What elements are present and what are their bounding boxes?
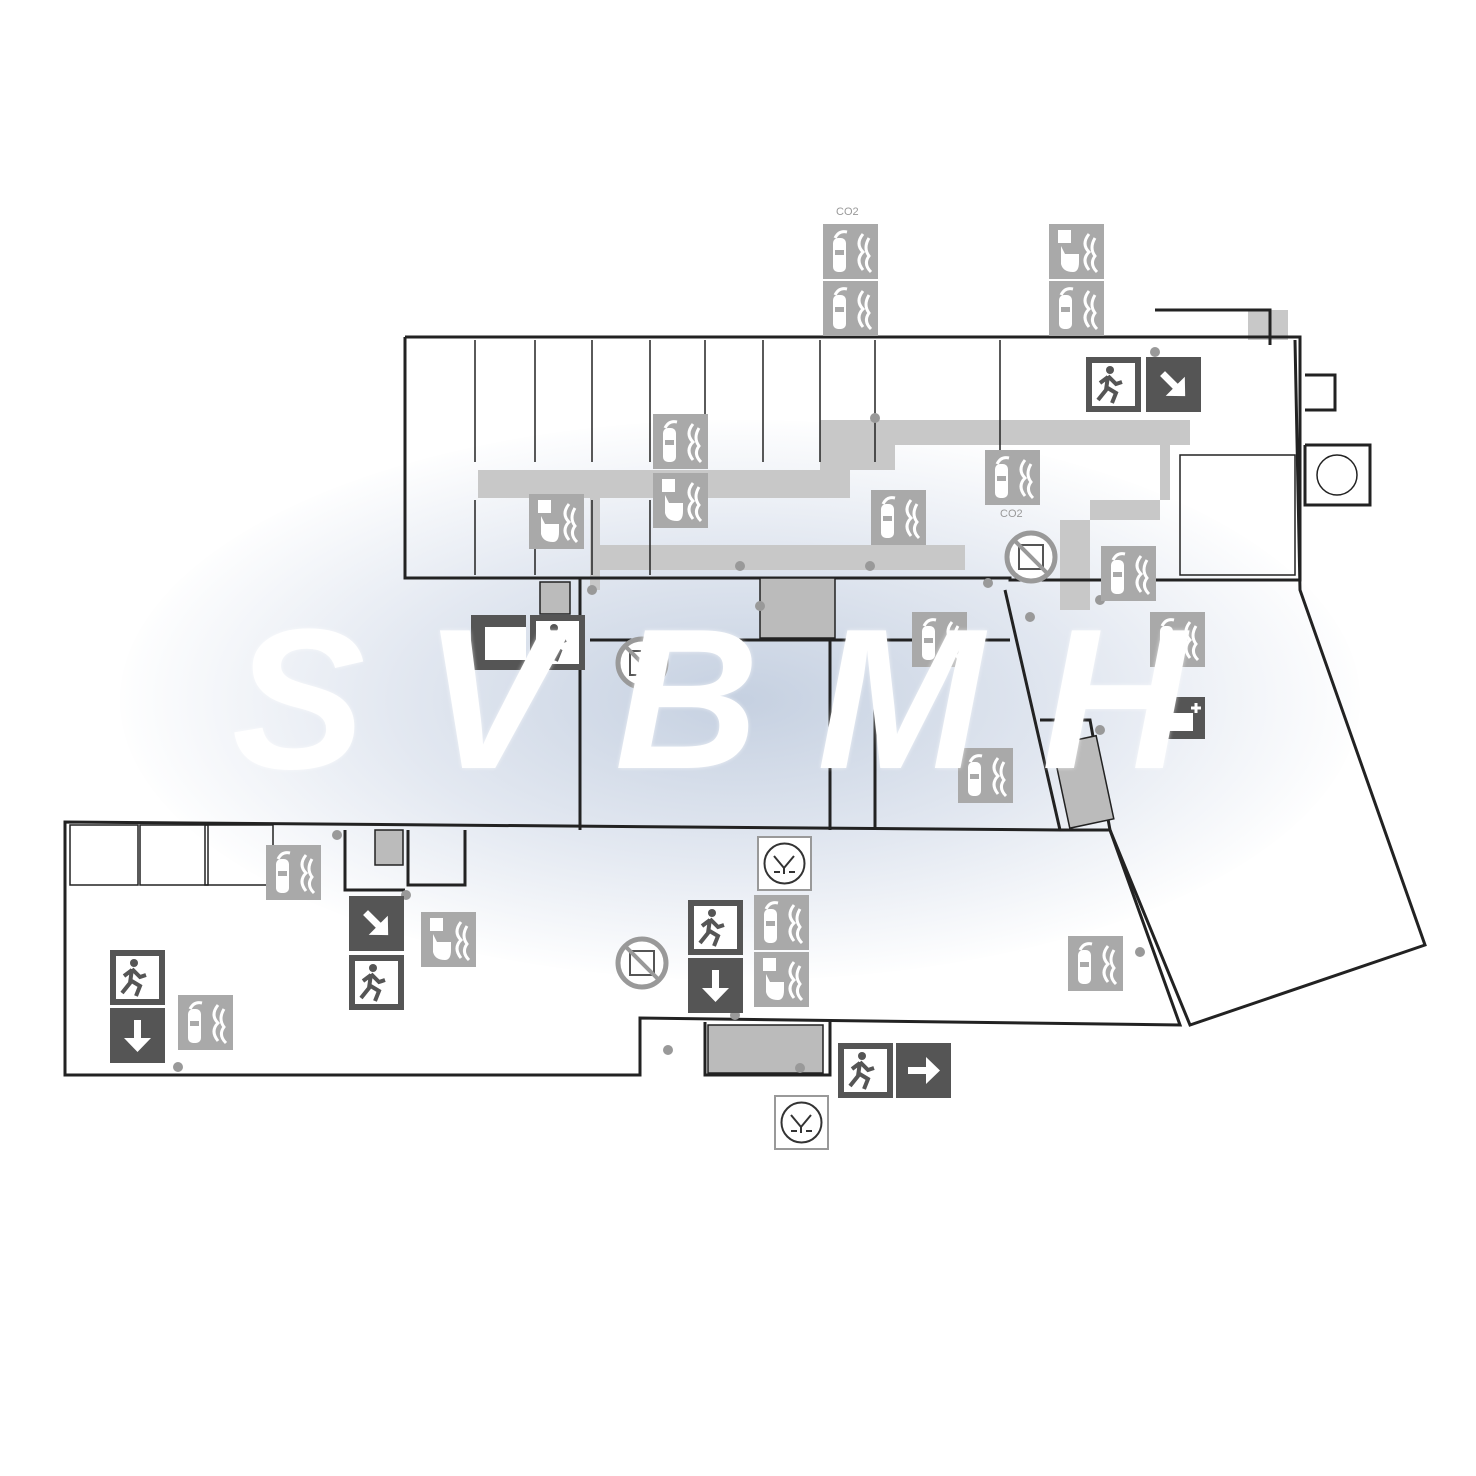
safety-signs <box>110 224 1205 1150</box>
fire-extinguisher-icon <box>958 748 1013 803</box>
sign-anchor-dot <box>1150 347 1160 357</box>
room <box>69 824 139 886</box>
wall <box>343 830 405 892</box>
stairs <box>1051 734 1115 830</box>
wall <box>703 1022 832 1077</box>
fire-extinguisher-icon <box>266 845 321 900</box>
fire-extinguisher-icon <box>1049 281 1104 336</box>
emergency-exit-icon <box>1086 357 1141 412</box>
arrow-down-icon <box>688 958 743 1013</box>
sign-anchor-dot <box>663 1045 673 1055</box>
stairs <box>374 829 404 866</box>
emergency-exit-icon <box>530 615 585 670</box>
arrow-right-icon <box>896 1043 951 1098</box>
column <box>1316 454 1358 496</box>
sign-anchor-dot <box>1025 612 1035 622</box>
fire-extinguisher-icon <box>1068 936 1123 991</box>
emergency-exit-icon <box>838 1043 893 1098</box>
no-lift-in-fire-icon <box>1004 530 1058 584</box>
arrow-diagonal-icon <box>349 896 404 951</box>
emergency-exit-icon <box>349 955 404 1010</box>
fire-alarm-button-icon <box>421 912 476 967</box>
room <box>204 824 274 886</box>
co2-label: CO2 <box>836 206 859 218</box>
no-lift-in-fire-icon <box>615 936 669 990</box>
first-aid-icon <box>1163 697 1205 739</box>
wall <box>1305 373 1337 412</box>
sign-anchor-dot <box>755 601 765 611</box>
stairs <box>539 581 571 615</box>
fire-alarm-button-icon <box>754 952 809 1007</box>
emergency-exit-icon <box>110 950 165 1005</box>
fire-extinguisher-icon <box>754 895 809 950</box>
wall <box>1303 443 1372 507</box>
wall <box>1155 308 1272 345</box>
fire-extinguisher-icon <box>823 224 878 279</box>
fire-alarm-button-icon <box>529 494 584 549</box>
room <box>1179 454 1296 576</box>
stairs <box>759 577 836 639</box>
fire-extinguisher-icon <box>912 612 967 667</box>
corridor-escape-route <box>478 310 1288 610</box>
assembly-point-icon <box>757 836 812 891</box>
stairs <box>707 1024 824 1074</box>
sign-anchor-dot <box>587 585 597 595</box>
sign-anchor-dot <box>173 1062 183 1072</box>
sign-anchor-dot <box>735 561 745 571</box>
sign-anchor-dot <box>870 413 880 423</box>
fire-extinguisher-icon <box>823 281 878 336</box>
no-lift-in-fire-icon <box>615 636 669 690</box>
exit-door-icon <box>471 615 526 670</box>
fire-extinguisher-icon <box>653 414 708 469</box>
arrow-down-icon <box>110 1008 165 1063</box>
sign-anchor-dot <box>983 578 993 588</box>
fire-extinguisher-icon <box>871 490 926 545</box>
emergency-exit-icon <box>688 900 743 955</box>
fire-alarm-button-icon <box>1049 224 1104 279</box>
sign-anchor-dot <box>865 561 875 571</box>
sign-anchor-dot <box>332 830 342 840</box>
assembly-point-icon <box>774 1095 829 1150</box>
sign-anchor-dot <box>1095 725 1105 735</box>
fire-extinguisher-icon <box>178 995 233 1050</box>
co2-label: CO2 <box>1000 508 1023 520</box>
watermark: SVBMH <box>231 588 1245 811</box>
fire-extinguisher-icon <box>1150 612 1205 667</box>
room <box>139 824 209 886</box>
wall <box>406 830 467 887</box>
wall <box>63 589 1183 1077</box>
arrow-diagonal-icon <box>1146 357 1201 412</box>
sign-anchor-dot <box>795 1063 805 1073</box>
sign-anchor-dot <box>1135 947 1145 957</box>
wall <box>403 335 1302 582</box>
fire-extinguisher-icon <box>1101 546 1156 601</box>
fire-alarm-button-icon <box>653 473 708 528</box>
fire-extinguisher-icon <box>985 450 1040 505</box>
